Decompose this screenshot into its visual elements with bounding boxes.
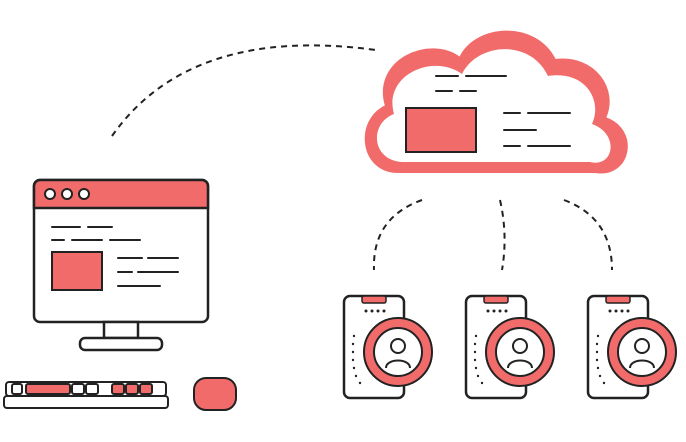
cloud-content-block [405, 107, 477, 153]
phone-side-dots [473, 334, 484, 385]
cloud-text-lines [435, 75, 571, 147]
monitor-base [78, 336, 164, 352]
desktop-monitor-icon [32, 178, 210, 352]
user-avatar-icon [363, 317, 433, 387]
user-avatar-icon [485, 317, 555, 387]
user-avatar-icon [607, 317, 677, 387]
smartphone-icon [464, 294, 555, 400]
monitor-content-block [51, 251, 103, 291]
phone-side-dots [595, 334, 606, 385]
cloud-icon [364, 30, 628, 174]
connection-arc-computer-cloud [111, 44, 377, 137]
keyboard-icon [3, 381, 169, 409]
monitor-text-lines [51, 226, 179, 287]
window-control-dots [44, 188, 90, 200]
connection-arcs-cloud-phones [372, 199, 613, 271]
smartphone-icon [342, 294, 433, 400]
mouse-icon [193, 377, 237, 411]
phone-side-dots [351, 334, 362, 385]
monitor-neck [102, 320, 140, 340]
smartphone-icon [586, 294, 677, 400]
